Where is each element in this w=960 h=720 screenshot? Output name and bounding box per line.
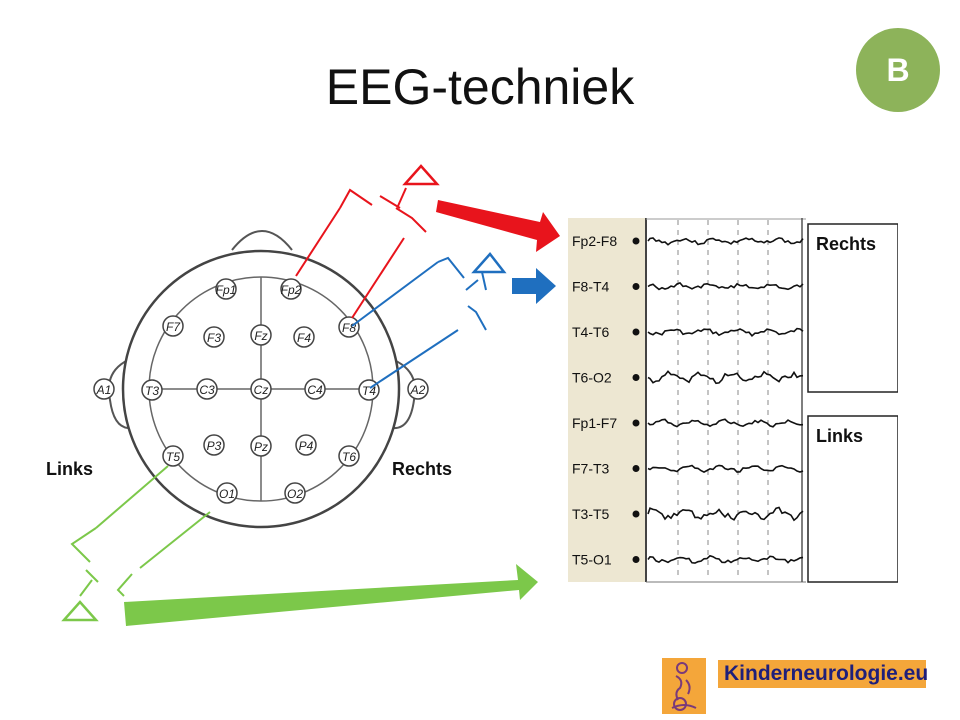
channel-dot bbox=[632, 465, 640, 472]
channel-dot bbox=[632, 556, 640, 563]
electrode-label: T3 bbox=[145, 384, 159, 398]
eeg-trace bbox=[647, 370, 804, 385]
head-right-label: Rechts bbox=[392, 459, 452, 479]
electrode-label: F3 bbox=[207, 331, 221, 345]
blue-derivation bbox=[351, 252, 507, 389]
channel-label: T5-O1 bbox=[572, 552, 612, 568]
channel-row: T3-T5 bbox=[572, 506, 640, 522]
group-left-label: Links bbox=[816, 426, 863, 446]
channel-dot bbox=[632, 374, 640, 381]
electrode-pz: Pz bbox=[250, 435, 272, 457]
channel-row: Fp1-F7 bbox=[572, 415, 640, 431]
eeg-panel: Fp2-F8F8-T4T4-T6T6-O2Fp1-F7F7-T3T3-T5T5-… bbox=[568, 218, 908, 590]
channel-dot bbox=[632, 510, 640, 518]
electrode-t3: T3 bbox=[141, 379, 163, 401]
eeg-trace bbox=[647, 237, 804, 246]
electrode-fp2: Fp2 bbox=[280, 278, 302, 300]
channel-dot bbox=[632, 237, 640, 245]
eeg-trace bbox=[647, 554, 804, 564]
electrode-f4: F4 bbox=[293, 326, 315, 348]
electrode-fp1: Fp1 bbox=[215, 278, 237, 300]
eeg-trace bbox=[647, 418, 804, 428]
electrode-label: F7 bbox=[166, 320, 181, 334]
channel-label: F7-T3 bbox=[572, 461, 610, 477]
eeg-trace bbox=[647, 327, 804, 337]
electrode-label: Fp2 bbox=[281, 283, 302, 297]
group-box-right bbox=[807, 223, 899, 393]
channel-label-column bbox=[568, 218, 646, 582]
channel-dot bbox=[632, 419, 640, 427]
electrode-f8: F8 bbox=[338, 316, 360, 338]
electrode-c4: C4 bbox=[304, 378, 326, 400]
electrode-label: T6 bbox=[342, 450, 356, 464]
electrode-o2: O2 bbox=[284, 482, 306, 504]
channel-row: F7-T3 bbox=[572, 461, 640, 477]
logo-icon bbox=[662, 658, 706, 714]
channel-row: F8-T4 bbox=[572, 279, 640, 295]
electrode-label: Fz bbox=[254, 329, 267, 343]
green-arrow bbox=[124, 564, 538, 626]
electrode-p3: P3 bbox=[203, 434, 225, 456]
electrode-label: T5 bbox=[166, 450, 180, 464]
electrode-c3: C3 bbox=[196, 378, 218, 400]
electrode-label: P3 bbox=[207, 439, 222, 453]
electrode-label: O1 bbox=[219, 487, 235, 501]
electrode-fz: Fz bbox=[250, 324, 272, 346]
electrode-label: Fp1 bbox=[216, 283, 237, 297]
page-title: EEG-techniek bbox=[325, 59, 635, 115]
electrode-label: F8 bbox=[342, 321, 356, 335]
electrode-o1: O1 bbox=[216, 482, 238, 504]
green-derivation bbox=[61, 465, 211, 622]
electrode-a2: A2 bbox=[407, 378, 429, 400]
electrode-a1: A1 bbox=[93, 378, 115, 400]
electrode-label: A2 bbox=[410, 383, 426, 397]
electrode-label: C4 bbox=[307, 383, 323, 397]
eeg-gridlines bbox=[677, 220, 769, 580]
nose-shape bbox=[231, 230, 293, 251]
electrode-f7: F7 bbox=[162, 315, 184, 337]
electrode-cz: Cz bbox=[250, 378, 272, 400]
electrode-label: O2 bbox=[287, 487, 303, 501]
electrode-label: P4 bbox=[299, 439, 314, 453]
channel-list: Fp2-F8F8-T4T4-T6T6-O2Fp1-F7F7-T3T3-T5T5-… bbox=[572, 233, 640, 568]
electrode-label: F4 bbox=[297, 331, 311, 345]
channel-dot bbox=[632, 283, 640, 290]
channel-dot bbox=[632, 328, 640, 336]
eeg-trace bbox=[647, 506, 804, 522]
channel-label: T3-T5 bbox=[572, 506, 610, 522]
electrode-label: A1 bbox=[96, 383, 112, 397]
head-left-label: Links bbox=[46, 459, 93, 479]
eeg-trace bbox=[647, 464, 804, 474]
electrode-f3: F3 bbox=[203, 326, 225, 348]
channel-row: T4-T6 bbox=[572, 324, 640, 340]
group-right-label: Rechts bbox=[816, 234, 876, 254]
electrode-label: Pz bbox=[254, 440, 268, 454]
channel-label: T6-O2 bbox=[572, 370, 612, 386]
electrode-p4: P4 bbox=[295, 434, 317, 456]
channel-label: Fp1-F7 bbox=[572, 415, 617, 431]
group-box-left bbox=[807, 415, 899, 583]
channel-row: Fp2-F8 bbox=[572, 233, 640, 249]
electrode-label: T4 bbox=[362, 384, 376, 398]
section-badge: B bbox=[856, 28, 940, 112]
channel-label: Fp2-F8 bbox=[572, 233, 617, 249]
eeg-trace bbox=[647, 281, 804, 291]
site-logo[interactable]: Kinderneurologie.eu bbox=[718, 660, 928, 688]
channel-label: F8-T4 bbox=[572, 279, 610, 295]
red-arrow bbox=[436, 200, 560, 252]
eeg-traces bbox=[647, 237, 804, 564]
electrode-t5: T5 bbox=[162, 445, 184, 467]
electrode-label: C3 bbox=[199, 383, 215, 397]
channel-row: T6-O2 bbox=[572, 370, 640, 386]
blue-arrow bbox=[512, 268, 556, 304]
electrode-label: Cz bbox=[254, 383, 269, 397]
electrode-t6: T6 bbox=[338, 445, 360, 467]
channel-row: T5-O1 bbox=[572, 552, 640, 568]
channel-label: T4-T6 bbox=[572, 324, 610, 340]
red-derivation bbox=[295, 164, 440, 319]
